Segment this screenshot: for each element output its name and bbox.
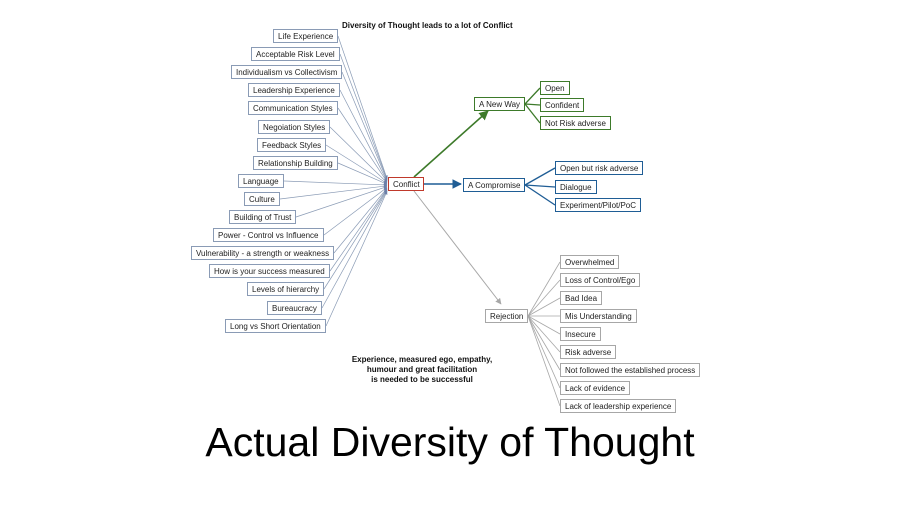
outcome-child-link — [527, 279, 561, 317]
outcome-child-link — [527, 297, 561, 317]
conflict-node: Conflict — [388, 177, 424, 191]
outcome-node: A New Way — [474, 97, 526, 111]
outcome-child-link — [524, 184, 556, 206]
outcome-child-link — [524, 103, 541, 106]
outcome-node: A Compromise — [463, 178, 526, 192]
factor-box: Long vs Short Orientation — [225, 319, 326, 333]
factor-arrow — [283, 180, 388, 187]
factor-arrow — [279, 184, 388, 200]
factor-box: Culture — [244, 192, 280, 206]
factor-arrow — [325, 191, 388, 327]
factor-arrow — [337, 162, 388, 185]
outcome-child-link — [527, 315, 561, 335]
outcome-child-link — [527, 261, 561, 317]
factor-box: Relationship Building — [253, 156, 338, 170]
outcome-child: Loss of Control/Ego — [560, 273, 641, 287]
outcome-child-link — [524, 167, 556, 186]
outcome-child: Lack of evidence — [560, 381, 631, 395]
success-note: Experience, measured ego, empathy, humou… — [322, 355, 522, 385]
factor-arrow — [341, 71, 388, 181]
success-note-line-3: is needed to be successful — [371, 375, 473, 384]
outcome-child: Lack of leadership experience — [560, 399, 677, 413]
factor-box: Feedback Styles — [257, 138, 327, 152]
factor-box: How is your success measured — [209, 264, 330, 278]
outcome-child: Risk adverse — [560, 345, 617, 359]
factor-arrow — [337, 35, 388, 179]
factor-arrow — [323, 189, 388, 290]
outcome-child: Open but risk adverse — [555, 161, 644, 175]
diagram-title: Diversity of Thought leads to a lot of C… — [342, 21, 513, 30]
factor-box: Levels of hierarchy — [247, 282, 325, 296]
outcome-child: Not followed the established process — [560, 363, 701, 377]
outcome-child: Dialogue — [555, 180, 597, 194]
outcome-child-link — [527, 315, 561, 389]
outcome-child: Confident — [540, 98, 585, 112]
factor-arrow — [321, 190, 388, 309]
factor-arrow — [339, 53, 388, 180]
outcome-child: Open — [540, 81, 570, 95]
outcome-child: Not Risk adverse — [540, 116, 611, 130]
factor-box: Individualism vs Collectivism — [231, 65, 343, 79]
outcome-arrow — [413, 110, 489, 178]
outcome-arrow — [413, 190, 502, 305]
factor-arrow — [329, 188, 388, 272]
factor-arrow — [295, 185, 388, 218]
success-note-line-1: Experience, measured ego, empathy, — [351, 355, 493, 364]
factor-arrow — [333, 187, 388, 254]
outcome-child: Experiment/Pilot/PoC — [555, 198, 642, 212]
outcome-child: Mis Understanding — [560, 309, 637, 323]
slide-caption: Actual Diversity of Thought — [205, 419, 695, 465]
factor-box: Power - Control vs Influence — [213, 228, 324, 242]
outcome-child: Overwhelmed — [560, 255, 620, 269]
factor-box: Acceptable Risk Level — [251, 47, 340, 61]
factor-box: Bureaucracy — [267, 301, 322, 315]
factor-box: Leadership Experience — [248, 83, 340, 97]
outcome-child-link — [524, 184, 556, 188]
factor-arrow — [325, 144, 388, 184]
factor-box: Communication Styles — [248, 101, 338, 115]
outcome-child: Bad Idea — [560, 291, 603, 305]
factor-box: Negoiation Styles — [258, 120, 331, 134]
factor-box: Language — [238, 174, 284, 188]
factor-box: Building of Trust — [229, 210, 297, 224]
outcome-child-link — [527, 315, 561, 353]
success-note-line-2: humour and great facilitation — [366, 365, 478, 374]
factor-box: Life Experience — [273, 29, 339, 43]
outcome-child-link — [527, 315, 561, 407]
factor-arrow — [337, 107, 388, 183]
outcome-node: Rejection — [485, 309, 529, 323]
outcome-child-link — [527, 315, 561, 371]
factor-box: Vulnerability - a strength or weakness — [191, 246, 335, 260]
factor-arrow — [323, 187, 388, 236]
factor-arrow — [329, 126, 388, 183]
outcome-child: Insecure — [560, 327, 601, 341]
factor-arrow — [339, 89, 388, 182]
outcome-child-link — [524, 103, 541, 124]
outcome-child-link — [524, 87, 541, 105]
